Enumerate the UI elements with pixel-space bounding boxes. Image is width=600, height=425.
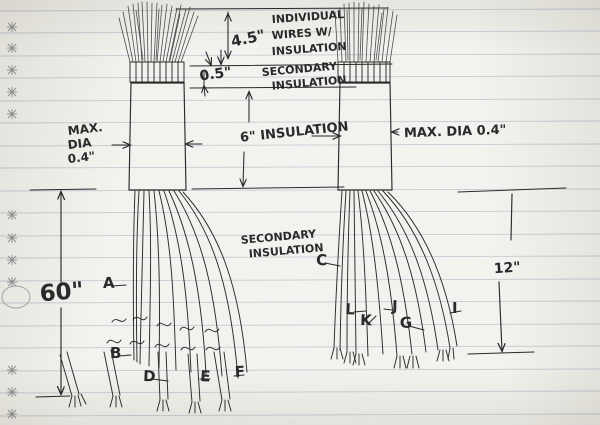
left-cable-assembly (59, 1, 248, 414)
right-wire-fanout (333, 190, 458, 357)
wire-label-left-f: F (234, 362, 245, 381)
label-max-dia-left-line3: 0.4" (67, 149, 96, 166)
left-individual-wires-brush (118, 1, 199, 63)
wire-label-right-c: C (316, 251, 327, 269)
dim-max-dia-left-leaders (111, 144, 203, 145)
label-individual-wires-line3: INSULATION (271, 40, 347, 58)
right-cable-jacket (337, 81, 393, 191)
wire-label-right-j: J (391, 297, 398, 315)
dim-6-insulation-text: 6" INSULATION (239, 119, 349, 145)
left-cable-jacket (128, 81, 187, 191)
dim-12-text: 12" (493, 259, 521, 277)
dim-60-text: 60" (39, 278, 85, 308)
dim-4-5-text: 4.5" (229, 26, 266, 51)
wire-label-right-k: K (360, 311, 374, 329)
left-exposed-bundle-band (129, 61, 185, 83)
wire-label-left-b: B (110, 344, 121, 362)
dim-0-5-leader (206, 49, 221, 65)
wire-label-left-d: D (143, 367, 156, 385)
wire-label-left-a: A (103, 274, 115, 292)
label-max-dia-right: MAX. DIA 0.4" (404, 123, 507, 142)
label-individual-wires-line2: WIRES W/ (271, 25, 333, 42)
wire-label-right-l: L (345, 300, 356, 318)
right-wire-stripped-ends (330, 347, 455, 369)
wire-label-right-i: I (452, 299, 458, 317)
dim-0-5-text: 0.5" (199, 64, 233, 84)
handwritten-annotations: INDIVIDUAL WIRES W/ INSULATION 4.5" 0.5"… (39, 8, 522, 307)
wire-label-left-e: E (200, 367, 211, 386)
wire-label-right-g: G (400, 314, 413, 332)
label-individual-wires-line1: INDIVIDUAL (271, 8, 344, 26)
